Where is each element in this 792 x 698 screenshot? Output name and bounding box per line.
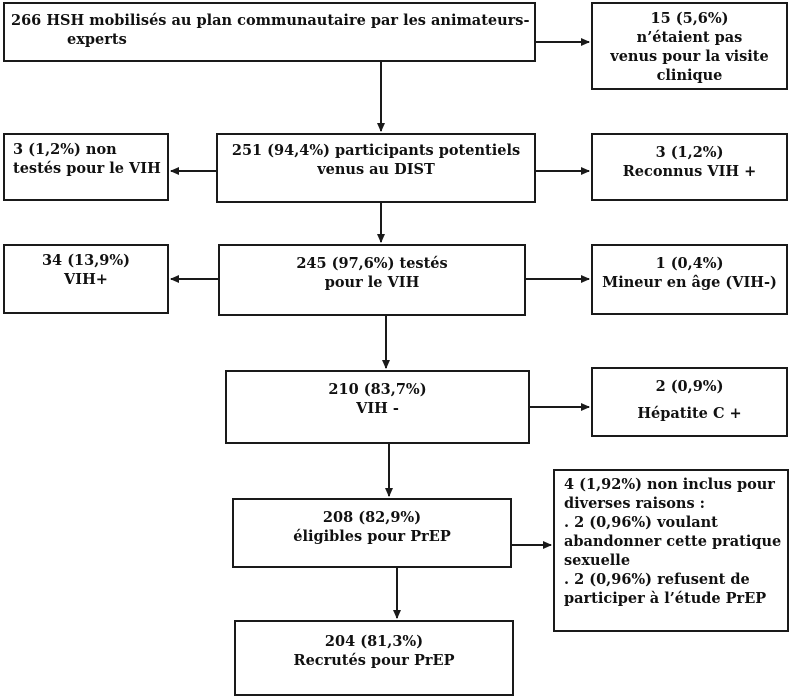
box-mobilised-line-2: experts — [67, 31, 127, 48]
box-potential-line-2: venus au DIST — [317, 161, 435, 178]
box-minor: 1 (0,4%) Mineur en âge (VIH-) — [591, 244, 788, 315]
box-tested-line-1: 245 (97,6%) testés — [296, 255, 448, 272]
box-hep-c-line-1: 2 (0,9%) — [655, 378, 724, 395]
box-tested-line-2: pour le VIH — [324, 274, 420, 291]
box-mobilised-line-1: 266 HSH mobilisés au plan communautaire … — [11, 12, 530, 29]
box-hiv-pos: 34 (13,9%) VIH+ — [3, 244, 169, 314]
box-hiv-neg-line-2: VIH - — [356, 400, 399, 417]
box-potential: 251 (94,4%) participants potentiels venu… — [216, 133, 536, 203]
box-known-hiv-line-2: Reconnus VIH + — [622, 163, 757, 180]
box-known-hiv-line-1: 3 (1,2%) — [655, 144, 724, 161]
box-not-included: 4 (1,92%) non inclus pour diverses raiso… — [553, 469, 789, 632]
box-not-tested: 3 (1,2%) non testés pour le VIH — [3, 133, 169, 201]
box-not-included-line-6: . 2 (0,96%) refusent de — [564, 571, 750, 588]
box-not-included-line-2: diverses raisons : — [564, 495, 706, 512]
box-potential-line-1: 251 (94,4%) participants potentiels — [231, 142, 521, 159]
box-hep-c-line-2: Hépatite C + — [637, 405, 742, 422]
box-recruited-line-1: 204 (81,3%) — [324, 633, 424, 650]
box-not-included-line-7: participer à l’étude PrEP — [564, 590, 767, 607]
box-no-visit-line-3: venus pour la visite — [610, 48, 769, 65]
box-minor-line-1: 1 (0,4%) — [655, 255, 724, 272]
box-eligible: 208 (82,9%) éligibles pour PrEP — [232, 498, 512, 568]
box-hep-c: 2 (0,9%) Hépatite C + — [591, 367, 788, 437]
box-hiv-neg: 210 (83,7%) VIH - — [225, 370, 530, 444]
box-no-visit-line-4: clinique — [656, 67, 723, 84]
box-hiv-pos-line-1: 34 (13,9%) — [41, 252, 131, 269]
box-minor-line-2: Mineur en âge (VIH-) — [602, 274, 777, 291]
box-hiv-neg-line-1: 210 (83,7%) — [328, 381, 427, 398]
box-recruited: 204 (81,3%) Recrutés pour PrEP — [234, 620, 514, 696]
box-known-hiv: 3 (1,2%) Reconnus VIH + — [591, 133, 788, 201]
box-no-visit-line-1: 15 (5,6%) — [650, 10, 729, 27]
box-eligible-line-1: 208 (82,9%) — [322, 509, 422, 526]
box-not-tested-line-1: 3 (1,2%) non — [13, 141, 117, 158]
box-recruited-line-2: Recrutés pour PrEP — [293, 652, 455, 669]
box-mobilised: 266 HSH mobilisés au plan communautaire … — [3, 2, 536, 62]
box-eligible-line-2: éligibles pour PrEP — [293, 528, 451, 545]
box-not-included-line-5: sexuelle — [564, 552, 631, 569]
box-no-visit: 15 (5,6%) n’étaient pas venus pour la vi… — [591, 2, 788, 90]
box-not-tested-line-2: testés pour le VIH — [13, 160, 161, 177]
box-not-included-line-4: abandonner cette pratique — [564, 533, 782, 550]
box-not-included-line-1: 4 (1,92%) non inclus pour — [564, 476, 775, 493]
box-tested: 245 (97,6%) testés pour le VIH — [218, 244, 526, 316]
box-hiv-pos-line-2: VIH+ — [64, 271, 108, 288]
box-no-visit-line-2: n’étaient pas — [636, 29, 743, 46]
box-not-included-line-3: . 2 (0,96%) voulant — [564, 514, 718, 531]
